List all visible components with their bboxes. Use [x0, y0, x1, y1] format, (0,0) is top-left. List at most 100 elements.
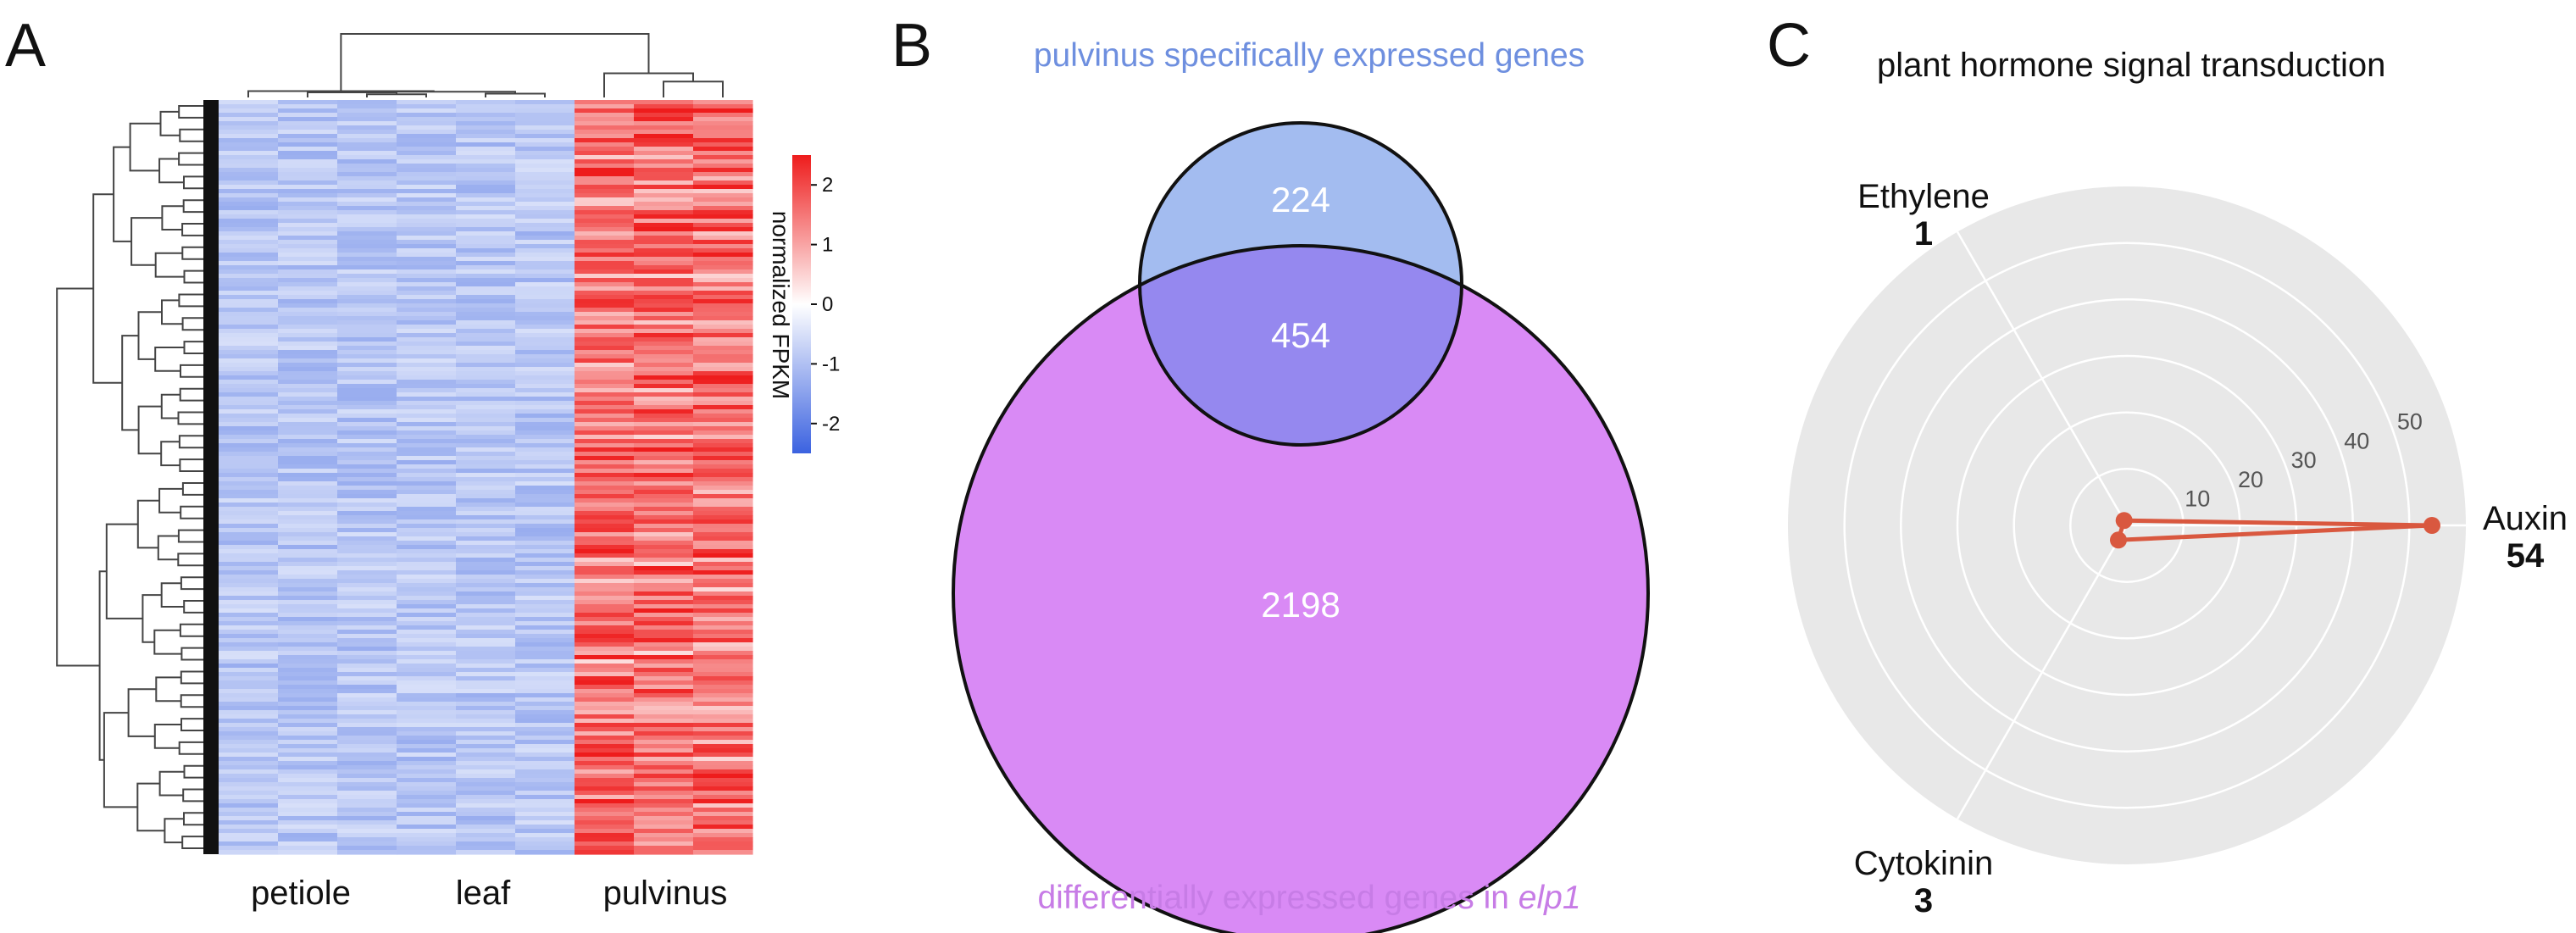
heatmap-cell: [575, 778, 635, 783]
heatmap-cell: [575, 757, 635, 762]
heatmap-cell: [337, 765, 397, 770]
heatmap-cell: [397, 651, 457, 656]
heatmap-cell: [575, 524, 635, 529]
heatmap-cell: [515, 744, 575, 749]
heatmap-cell: [634, 693, 694, 698]
row-dendrogram-branch: [183, 812, 203, 826]
heatmap-cell: [337, 100, 397, 105]
heatmap-cell: [219, 430, 279, 436]
heatmap-cell: [337, 282, 397, 287]
heatmap-cell: [634, 193, 694, 198]
heatmap-cell: [219, 782, 279, 787]
heatmap-cell: [337, 261, 397, 266]
heatmap-cell: [634, 244, 694, 249]
heatmap-cell: [337, 354, 397, 359]
row-dendrogram-branch: [153, 629, 182, 655]
heatmap-cell: [278, 401, 338, 406]
heatmap-cell: [397, 664, 457, 669]
radar-category-count: 3: [1914, 882, 1933, 919]
heatmap-cell: [397, 236, 457, 241]
heatmap-cell: [219, 833, 279, 838]
heatmap-cell: [337, 820, 397, 825]
heatmap-cell: [456, 159, 516, 164]
heatmap-cell: [337, 553, 397, 558]
heatmap-cell: [219, 193, 279, 198]
heatmap-cell: [634, 621, 694, 626]
heatmap-cell: [337, 833, 397, 838]
heatmap-cell: [278, 325, 338, 330]
heatmap-cell: [515, 727, 575, 732]
heatmap-cell: [693, 837, 753, 842]
heatmap-cell: [278, 808, 338, 813]
heatmap-cell: [515, 384, 575, 389]
heatmap-cell: [219, 731, 279, 736]
heatmap-cell: [634, 473, 694, 478]
heatmap-cell: [278, 833, 338, 838]
heatmap-cell: [219, 185, 279, 190]
row-dendrogram-branch: [181, 317, 203, 331]
heatmap-cell: [456, 244, 516, 249]
heatmap-cell: [575, 405, 635, 410]
heatmap-cell: [575, 409, 635, 414]
heatmap-cell: [278, 519, 338, 525]
heatmap-cell: [634, 795, 694, 800]
heatmap-cell: [634, 731, 694, 736]
heatmap-cell: [693, 549, 753, 554]
heatmap-cell: [337, 697, 397, 703]
heatmap-cell: [693, 159, 753, 164]
heatmap-cell: [337, 180, 397, 186]
heatmap-cell: [575, 456, 635, 461]
heatmap-cell: [575, 172, 635, 177]
heatmap-cell: [693, 138, 753, 143]
heatmap-cell: [397, 736, 457, 741]
heatmap-cell: [634, 829, 694, 834]
heatmap-cell: [337, 778, 397, 783]
heatmap-cell: [219, 723, 279, 728]
heatmap-cell: [693, 363, 753, 368]
heatmap-cell: [575, 587, 635, 592]
heatmap-cell: [575, 621, 635, 626]
heatmap-cell: [515, 197, 575, 203]
heatmap-cell: [515, 278, 575, 283]
heatmap-cell: [693, 147, 753, 152]
row-dendrogram-branch: [129, 122, 161, 172]
heatmap-cell: [219, 405, 279, 410]
heatmap-cell: [575, 549, 635, 554]
heatmap-cell: [634, 562, 694, 567]
heatmap-cell: [515, 719, 575, 724]
heatmap-cell: [456, 587, 516, 592]
heatmap-cell: [456, 210, 516, 215]
heatmap-cell: [219, 176, 279, 181]
heatmap-cell: [634, 833, 694, 838]
heatmap-cell: [278, 553, 338, 558]
heatmap-cell: [515, 693, 575, 698]
heatmap-cell: [693, 803, 753, 808]
heatmap-cell: [693, 286, 753, 292]
heatmap-cell: [456, 583, 516, 588]
heatmap-cell: [575, 477, 635, 482]
heatmap-cell: [278, 761, 338, 766]
heatmap-cell: [219, 642, 279, 647]
heatmap-cell: [219, 291, 279, 296]
heatmap-cell: [575, 659, 635, 664]
heatmap-cell: [219, 774, 279, 779]
heatmap-cell: [456, 736, 516, 741]
heatmap-cell: [278, 753, 338, 758]
heatmap-cell: [515, 308, 575, 313]
heatmap-cell: [397, 757, 457, 762]
heatmap-cell: [278, 740, 338, 745]
heatmap-cell: [693, 791, 753, 796]
heatmap-cell: [397, 134, 457, 139]
row-dendrogram-branch: [180, 364, 203, 378]
heatmap-cell: [337, 214, 397, 219]
heatmap-cell: [219, 549, 279, 554]
heatmap-cell: [337, 253, 397, 258]
heatmap-cell: [278, 405, 338, 410]
heatmap-cell: [693, 469, 753, 474]
heatmap-cell: [515, 833, 575, 838]
heatmap-cell: [278, 447, 338, 453]
heatmap-cell: [278, 621, 338, 626]
heatmap-cell: [634, 354, 694, 359]
heatmap-cell: [219, 761, 279, 766]
heatmap-cell: [634, 837, 694, 842]
